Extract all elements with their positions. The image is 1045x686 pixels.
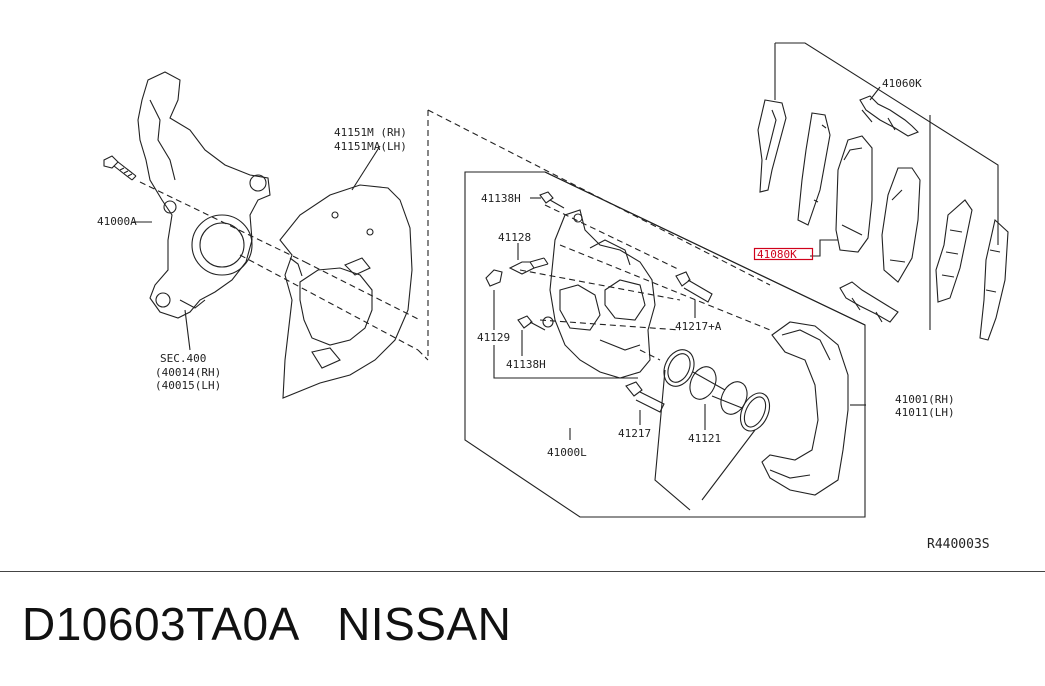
- label-41217: 41217: [618, 427, 651, 440]
- label-sec-400: SEC.400: [160, 352, 206, 365]
- label-41129: 41129: [477, 331, 510, 344]
- guide-pin-41128: [508, 257, 549, 275]
- anti-rattle-spring-2: [979, 218, 1009, 341]
- shim-outer: [757, 99, 787, 193]
- brand-name: NISSAN: [337, 598, 512, 650]
- label-41121: 41121: [688, 432, 721, 445]
- label-40014: (40014(RH): [155, 366, 221, 379]
- bolt-41138h-top: [539, 191, 565, 209]
- piston-41121: [689, 366, 748, 415]
- pad-clip-top: [859, 95, 919, 137]
- label-41000l: 41000L: [547, 446, 587, 459]
- label-41080k: 41080K: [757, 248, 797, 261]
- label-41011: 41011(LH): [895, 406, 955, 419]
- label-40015: (40015(LH): [155, 379, 221, 392]
- brake-pad-outer: [835, 135, 873, 253]
- label-41138h-top: 41138H: [481, 192, 521, 205]
- pin-41217: [625, 381, 665, 413]
- label-41000a: 41000A: [97, 215, 137, 228]
- pin-41217a: [675, 271, 713, 303]
- bolt-41138h-bottom: [517, 315, 546, 331]
- label-41151ma: 41151MA(LH): [334, 140, 407, 153]
- seal-ring-1: [663, 349, 695, 387]
- label-41151m: 41151M (RH): [334, 126, 407, 139]
- steering-knuckle: [137, 71, 271, 319]
- label-41217a: 41217+A: [675, 320, 722, 333]
- leader-lines: [133, 86, 881, 511]
- footer-divider: [0, 571, 1045, 572]
- label-41138h-bottom: 41138H: [506, 358, 546, 371]
- bolt-41000a: [103, 155, 137, 181]
- highlight-box: [753, 247, 814, 261]
- seal-ring-2: [739, 392, 771, 432]
- label-41128: 41128: [498, 231, 531, 244]
- anti-rattle-spring-1: [935, 199, 973, 303]
- center-frame-diagonal: [544, 171, 866, 326]
- exploded-brake-diagram: 41000A 41151M (RH) 41151MA(LH) SEC.400 (…: [97, 42, 1009, 552]
- label-41001: 41001(RH): [895, 393, 955, 406]
- diagram-reference-code: R440003S: [927, 537, 990, 552]
- splash-shield: [279, 184, 413, 399]
- boot-41129: [485, 269, 503, 287]
- brake-pad-inner: [881, 167, 921, 283]
- shim-inner: [797, 112, 831, 226]
- caliper-body: [542, 209, 656, 379]
- pad-kit-frame: [774, 42, 999, 245]
- footer-caption: D10603TA0A NISSAN: [22, 597, 511, 651]
- caliper-bracket: [761, 321, 849, 496]
- pad-clip-bottom: [839, 281, 899, 323]
- axis-lines: [139, 109, 771, 361]
- label-41060k: 41060K: [882, 77, 922, 90]
- part-number: D10603TA0A: [22, 598, 298, 650]
